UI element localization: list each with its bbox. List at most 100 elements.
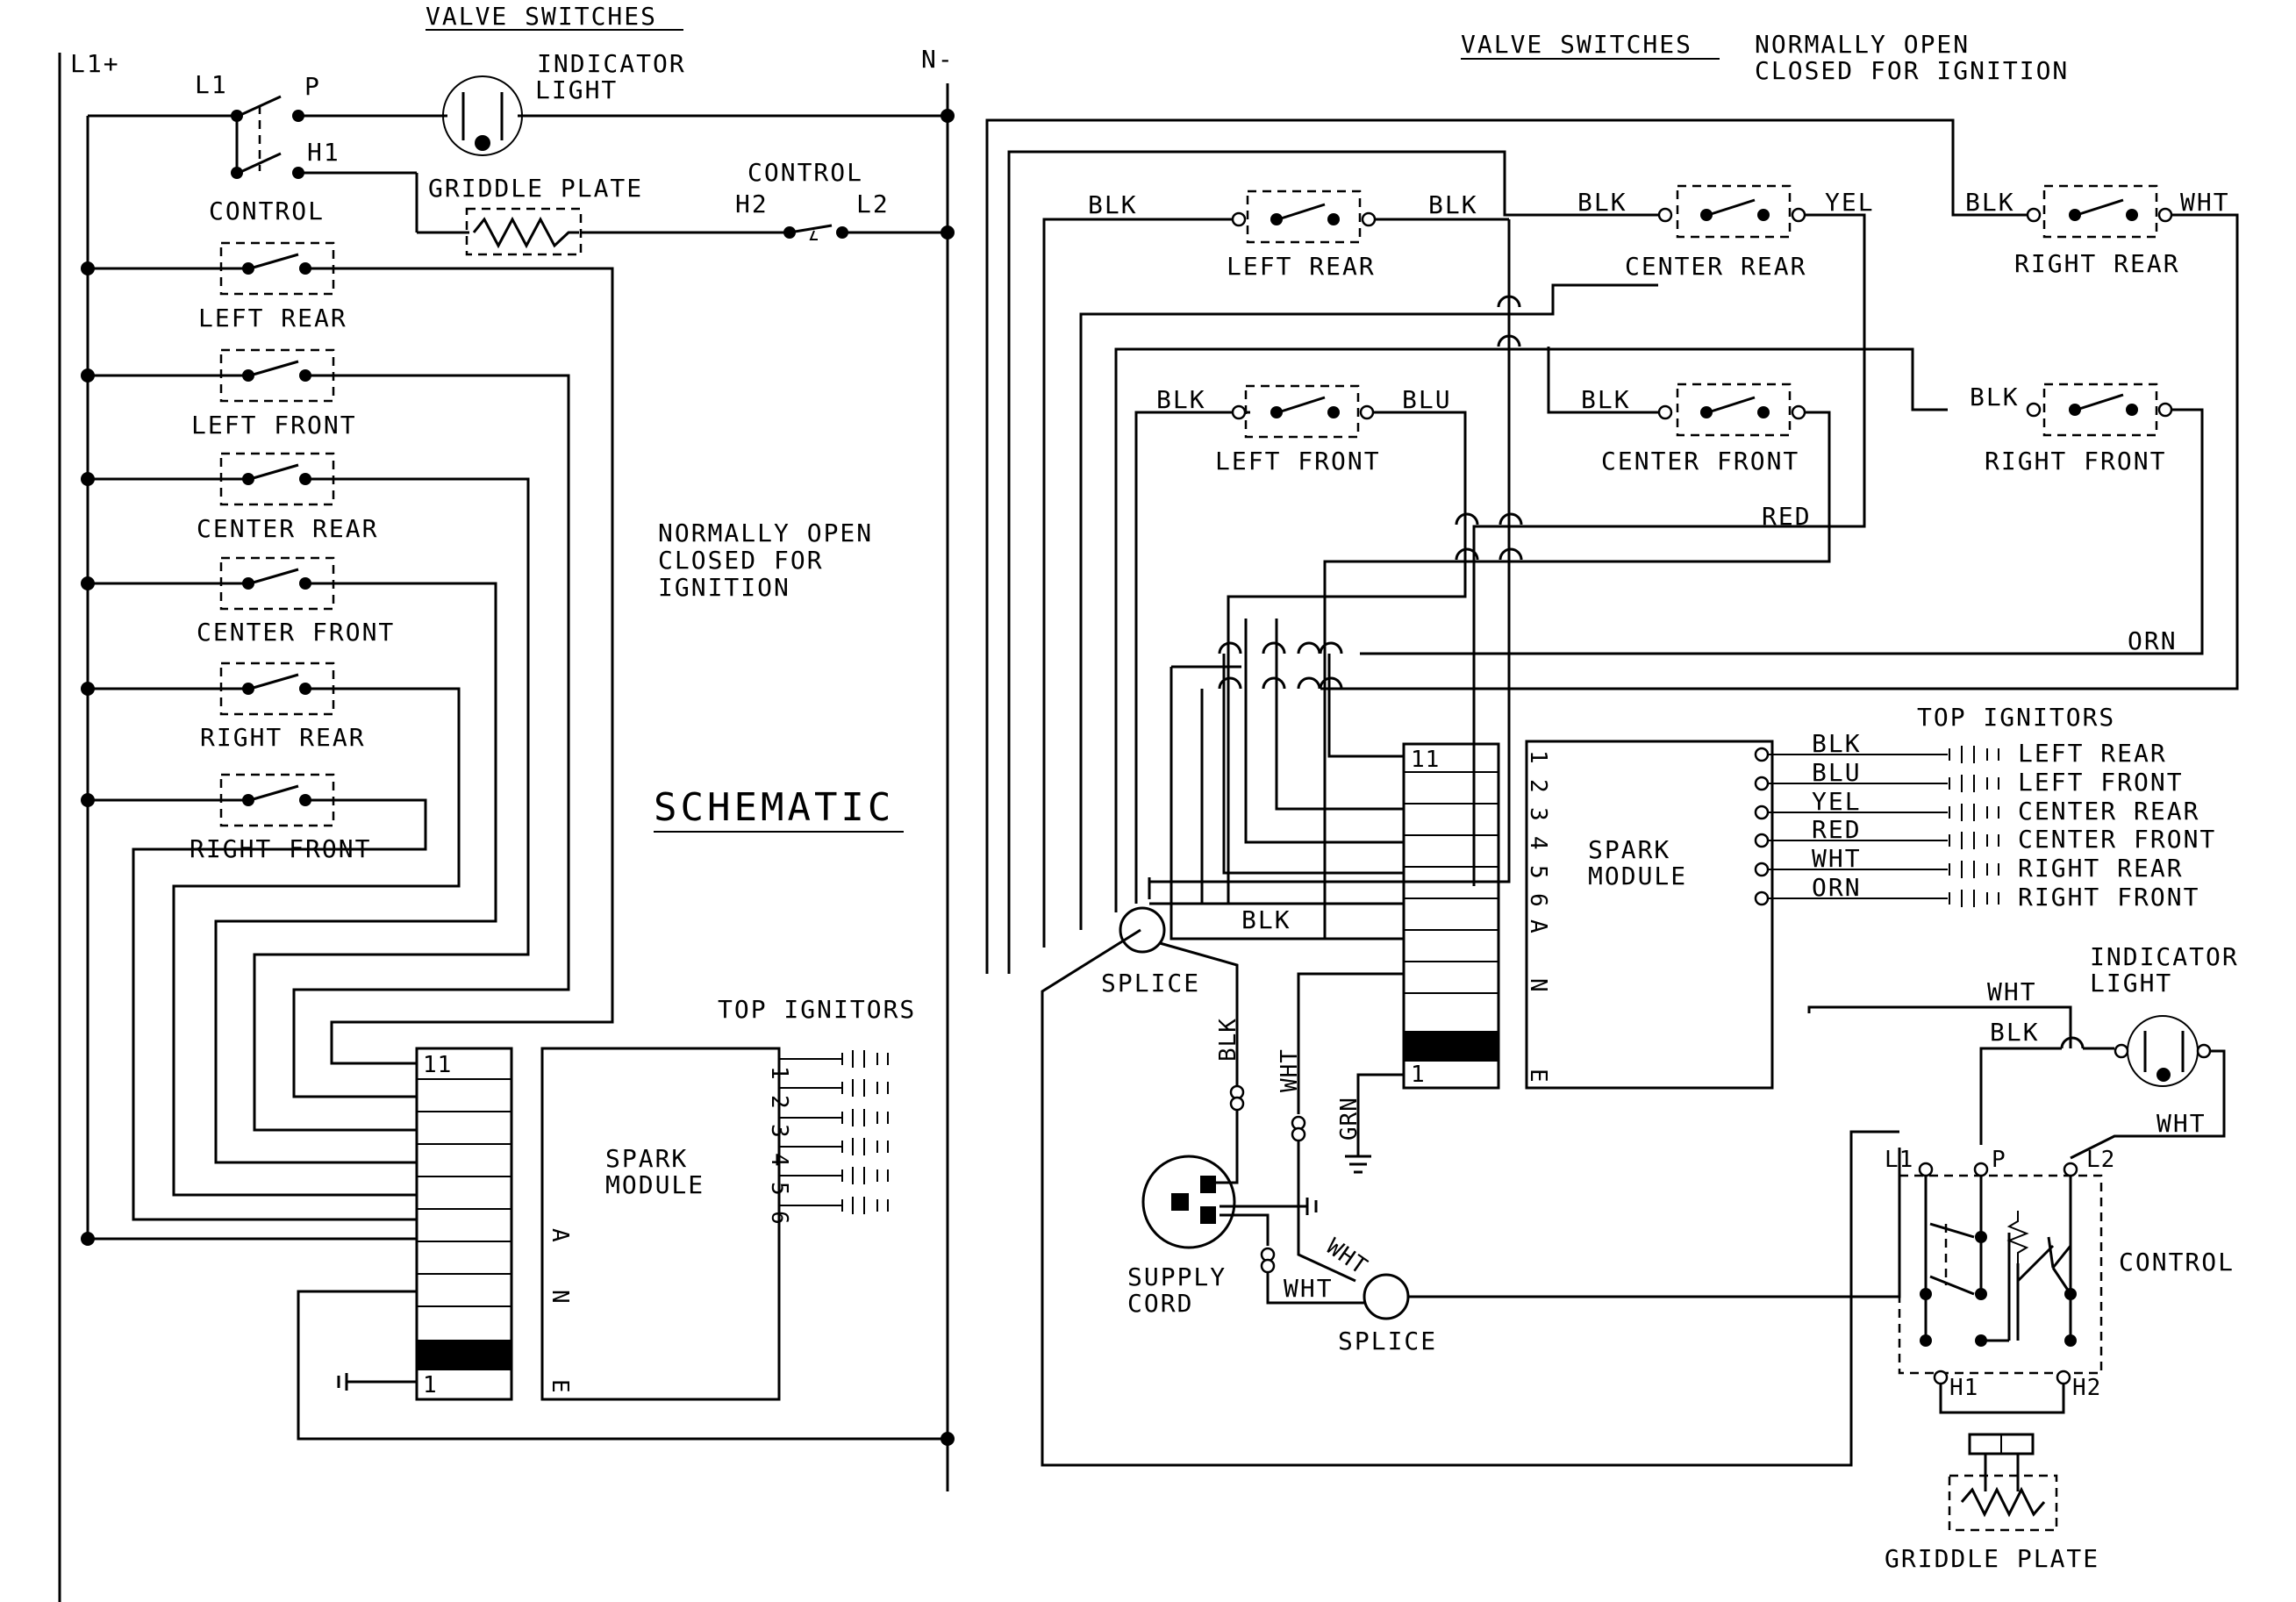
module-pin: 2 [1525,779,1551,794]
ignitor-wire-color: BLK [1812,729,1862,758]
wiring-ignitor-rows: BLK BLU YEL RED WHT ORN LEFT REAR LEFT F… [1768,729,2216,912]
module-pin: E [1525,1069,1551,1083]
control-l1-label: L1 [195,70,228,99]
control-p: P [1992,1147,2006,1173]
schematic-spark-module: SPARK MODULE 1 2 3 4 5 6 A N E [540,1047,792,1401]
ignitor-wire-color: BLU [1812,758,1862,787]
wiring-wire-label: YEL [1825,188,1875,217]
schematic-switch-left-rear: LEFT REAR [81,241,346,333]
control-h2: H2 [2072,1375,2101,1401]
ignitor-name: RIGHT FRONT [2018,883,2199,912]
wire-crossover-icon [1218,295,1523,690]
wiring-spark-module: SPARK MODULE 1 2 3 4 5 6 A N E [1525,740,1774,1090]
module-pin: 4 [766,1153,792,1168]
wiring-switch-name: CENTER FRONT [1601,447,1799,476]
wiring-switch-right-front: BLK ORN RIGHT FRONT [1360,383,2204,655]
splice-bottom-label: SPLICE [1338,1327,1437,1355]
schematic-switch-label: RIGHT REAR [200,723,366,752]
schematic-switch-left-front: LEFT FRONT [81,348,355,440]
wiring-note-1: NORMALLY OPEN [1755,30,1970,59]
wiring-wire-label: BLU [1402,385,1452,414]
wiring-griddle-label: GRIDDLE PLATE [1885,1544,2099,1573]
schematic-title: SCHEMATIC [654,785,894,830]
ignitor-name: RIGHT REAR [2018,854,2184,883]
supply-cord-label-1: SUPPLY [1127,1262,1227,1291]
module-pin: 1 [766,1066,792,1081]
wiring-wire-label: BLK [1970,383,2020,411]
wiring-connector: 11 1 [1402,742,1500,1090]
wiring-note-2: CLOSED FOR IGNITION [1755,56,2069,85]
rail-n-label: N- [921,45,955,74]
ignitor-name: LEFT REAR [2018,739,2167,768]
connector-pin-1: 1 [423,1372,438,1398]
wiring-switch-left-rear: BLK BLK LEFT REAR [1088,190,1511,883]
schematic-top-ignitors: TOP IGNITORS [718,995,916,1024]
module-pin: 6 [766,1211,792,1226]
control-h1: H1 [1949,1375,1978,1401]
wiring: VALVE SWITCHES NORMALLY OPEN CLOSED FOR … [985,30,2239,1573]
schematic: VALVE SWITCHES L1+ N- L1 P H1 CONTROL IN… [58,2,955,1602]
schematic-switch-label: CENTER FRONT [197,618,395,647]
schematic-switch-center-front: CENTER FRONT [81,556,395,647]
control-wire-right-wht: WHT [2157,1109,2207,1138]
schematic-indicator-label-2: LIGHT [535,75,618,104]
connector-pin-11: 11 [423,1052,452,1078]
module-pin: E [547,1379,573,1394]
wiring-connector-blk: BLK [1241,905,1291,934]
schematic-switch-right-rear: RIGHT REAR [81,662,366,752]
module-pin: A [1525,919,1551,934]
module-pin: 2 [766,1095,792,1110]
schematic-connector: 11 1 [415,1047,513,1401]
wiring-wire-label: ORN [2128,626,2178,655]
module-pin: N [1525,978,1551,993]
wiring-connector-pin-1: 1 [1411,1062,1426,1088]
wiring-control-box: L1 P L2 [1885,1147,2115,1375]
wiring-switch-name: LEFT REAR [1227,252,1376,281]
module-pin: N [547,1290,573,1305]
wiring-switch-name: CENTER REAR [1625,252,1806,281]
wiring-wire-label: BLK [1581,385,1631,414]
wiring-spark-label-2: MODULE [1588,862,1687,890]
wire-grn: GRN [1336,1097,1363,1141]
schematic-switch-center-rear: CENTER REAR [81,452,378,543]
wiring-switch-right-rear: BLK WHT RIGHT REAR [1320,184,2239,690]
schematic-ignitor-outputs [779,1058,842,1206]
wire-blk-vertical: BLK [1215,1018,1241,1062]
wiring-switch-name: RIGHT FRONT [1985,447,2166,476]
schematic-indicator-label-1: INDICATOR [537,49,686,78]
spark-gap-icon [1949,746,1999,907]
module-pin: 3 [1525,807,1551,822]
wiring-spark-label-1: SPARK [1588,835,1670,864]
ignitor-name: LEFT FRONT [2018,768,2184,797]
module-pin: 6 [1525,893,1551,908]
ignitor-wire-color: ORN [1812,873,1862,902]
griddle-resistor-icon [1960,1486,2046,1518]
schematic-griddle-label: GRIDDLE PLATE [428,174,643,203]
rail-l1-label: L1+ [70,49,120,78]
spark-module-label-1: SPARK [605,1144,688,1173]
module-pin: 5 [766,1182,792,1197]
wiring-wire-label: RED [1762,502,1812,531]
wiring-switch-name: RIGHT REAR [2014,249,2180,278]
control-h1-label: H1 [307,138,340,167]
schematic-control2-label: CONTROL [747,158,863,187]
splice-bottom-icon [1363,1273,1410,1320]
splice-top-icon [1119,906,1166,954]
module-pin: 3 [766,1124,792,1139]
control-l2: L2 [2086,1147,2115,1173]
control-wire-top-wht: WHT [1987,977,2037,1006]
wiring-connector-pin-11: 11 [1411,747,1440,773]
wiring-wire-label: BLK [1088,190,1138,219]
control-resistor-icon [2006,1211,2029,1263]
wiring-wire-label: WHT [2180,188,2230,217]
module-pin: A [547,1228,573,1243]
spark-module-label-2: MODULE [605,1170,705,1199]
wiring-wire-label: BLK [1156,385,1206,414]
schematic-switch-label: CENTER REAR [197,514,378,543]
supply-cord-label-2: CORD [1127,1289,1193,1318]
ignitor-wire-color: YEL [1812,787,1862,816]
splice-top-label: SPLICE [1101,969,1200,998]
ignitor-name: CENTER FRONT [2018,825,2216,854]
wiring-switch-center-front: BLK RED CENTER FRONT [1323,347,1831,939]
